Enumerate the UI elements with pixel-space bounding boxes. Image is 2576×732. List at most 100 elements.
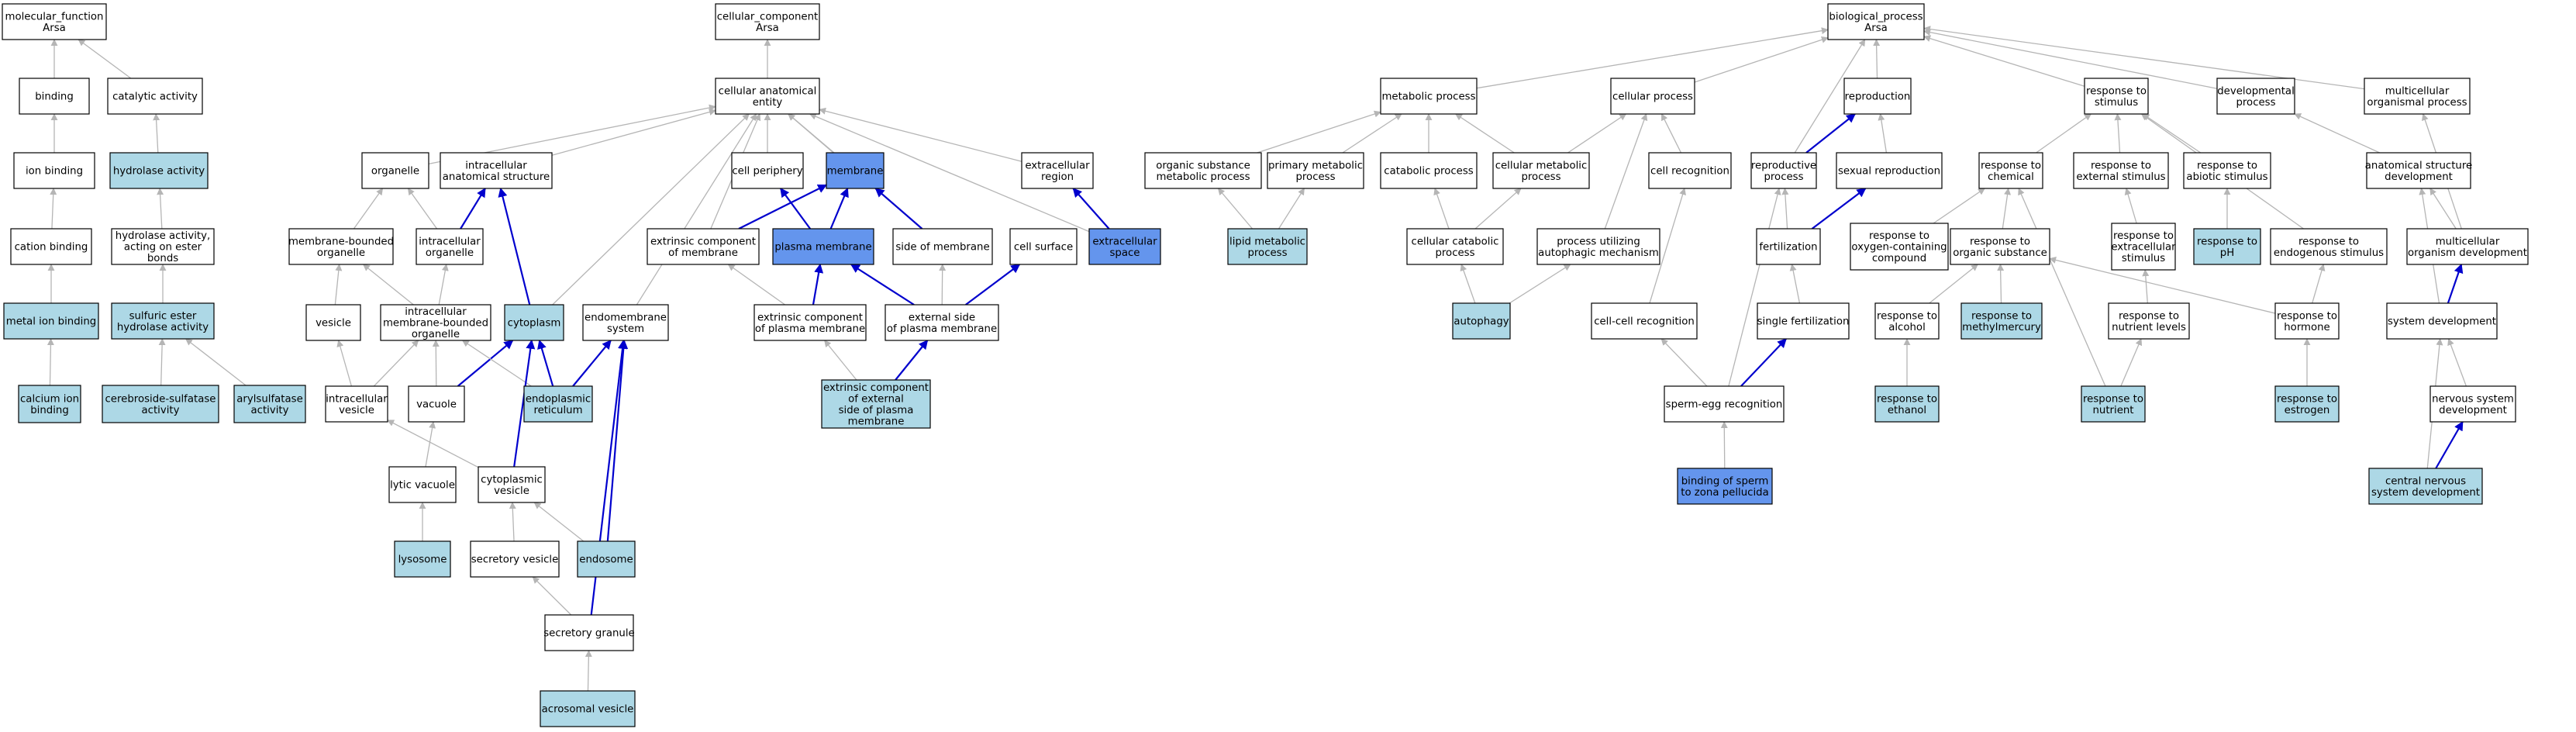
edge-hydro-to-catact bbox=[153, 113, 160, 154]
node-lysosome[interactable]: lysosome bbox=[394, 540, 451, 578]
node-acrosomal[interactable]: acrosomal vesicle bbox=[540, 690, 636, 727]
node-fert[interactable]: fertilization bbox=[1756, 228, 1821, 265]
node-ionb[interactable]: ion binding bbox=[13, 152, 95, 189]
node-vesicle[interactable]: vesicle bbox=[305, 304, 361, 341]
node-cytoplasm[interactable]: cytoplasm bbox=[504, 304, 564, 341]
node-cationb[interactable]: cation binding bbox=[10, 228, 92, 265]
node-hydro[interactable]: hydrolase activity bbox=[109, 152, 209, 189]
node-label: calcium ion bbox=[20, 393, 79, 405]
node-organelle[interactable]: organelle bbox=[361, 152, 429, 189]
node-lyticvac[interactable]: lytic vacuole bbox=[388, 466, 457, 503]
node-spermegg[interactable]: sperm-egg recognition bbox=[1664, 385, 1785, 423]
node-binding[interactable]: binding bbox=[19, 78, 90, 115]
node-plasmamem[interactable]: plasma membrane bbox=[772, 228, 874, 265]
node-cellsurf[interactable]: cell surface bbox=[1009, 228, 1078, 265]
node-membrane[interactable]: membrane bbox=[826, 152, 885, 189]
node-autophagy[interactable]: autophagy bbox=[1452, 302, 1511, 340]
node-cellproc[interactable]: cellular process bbox=[1610, 78, 1695, 115]
node-sexrepro[interactable]: sexual reproduction bbox=[1836, 152, 1943, 189]
node-sysdev[interactable]: system development bbox=[2386, 302, 2498, 340]
node-label: development bbox=[2439, 405, 2507, 416]
node-box bbox=[2274, 385, 2340, 423]
node-cellcell[interactable]: cell-cell recognition bbox=[1591, 302, 1698, 340]
node-vacuole[interactable]: vacuole bbox=[408, 385, 465, 423]
node-secgran[interactable]: secretory granule bbox=[543, 614, 635, 651]
node-box bbox=[1227, 228, 1308, 265]
node-secves[interactable]: secretory vesicle bbox=[470, 540, 560, 578]
node-singlefert[interactable]: single fertilization bbox=[1757, 302, 1850, 340]
node-metalb[interactable]: metal ion binding bbox=[3, 302, 99, 340]
node-label: ion binding bbox=[26, 166, 83, 178]
node-catab[interactable]: catabolic process bbox=[1380, 152, 1478, 189]
node-label: Arsa bbox=[756, 22, 779, 34]
node-box bbox=[1750, 152, 1817, 189]
node-endosome[interactable]: endosome bbox=[577, 540, 636, 578]
node-repro[interactable]: reproduction bbox=[1843, 78, 1912, 115]
node-catact[interactable]: catalytic activity bbox=[107, 78, 203, 115]
node-cellper[interactable]: cell periphery bbox=[731, 152, 804, 189]
node-cellrec[interactable]: cell recognition bbox=[1648, 152, 1732, 189]
node-label: cation binding bbox=[15, 242, 88, 254]
edge-respext-to-respstim bbox=[2114, 113, 2122, 154]
node-box bbox=[2216, 78, 2295, 115]
node-sideofmem[interactable]: side of membrane bbox=[892, 228, 993, 265]
edge-spermegg-to-cellcell bbox=[1660, 338, 1708, 387]
node-label: acrosomal vesicle bbox=[542, 704, 634, 716]
node-box bbox=[2, 3, 107, 40]
node-metproc[interactable]: metabolic process bbox=[1380, 78, 1478, 115]
